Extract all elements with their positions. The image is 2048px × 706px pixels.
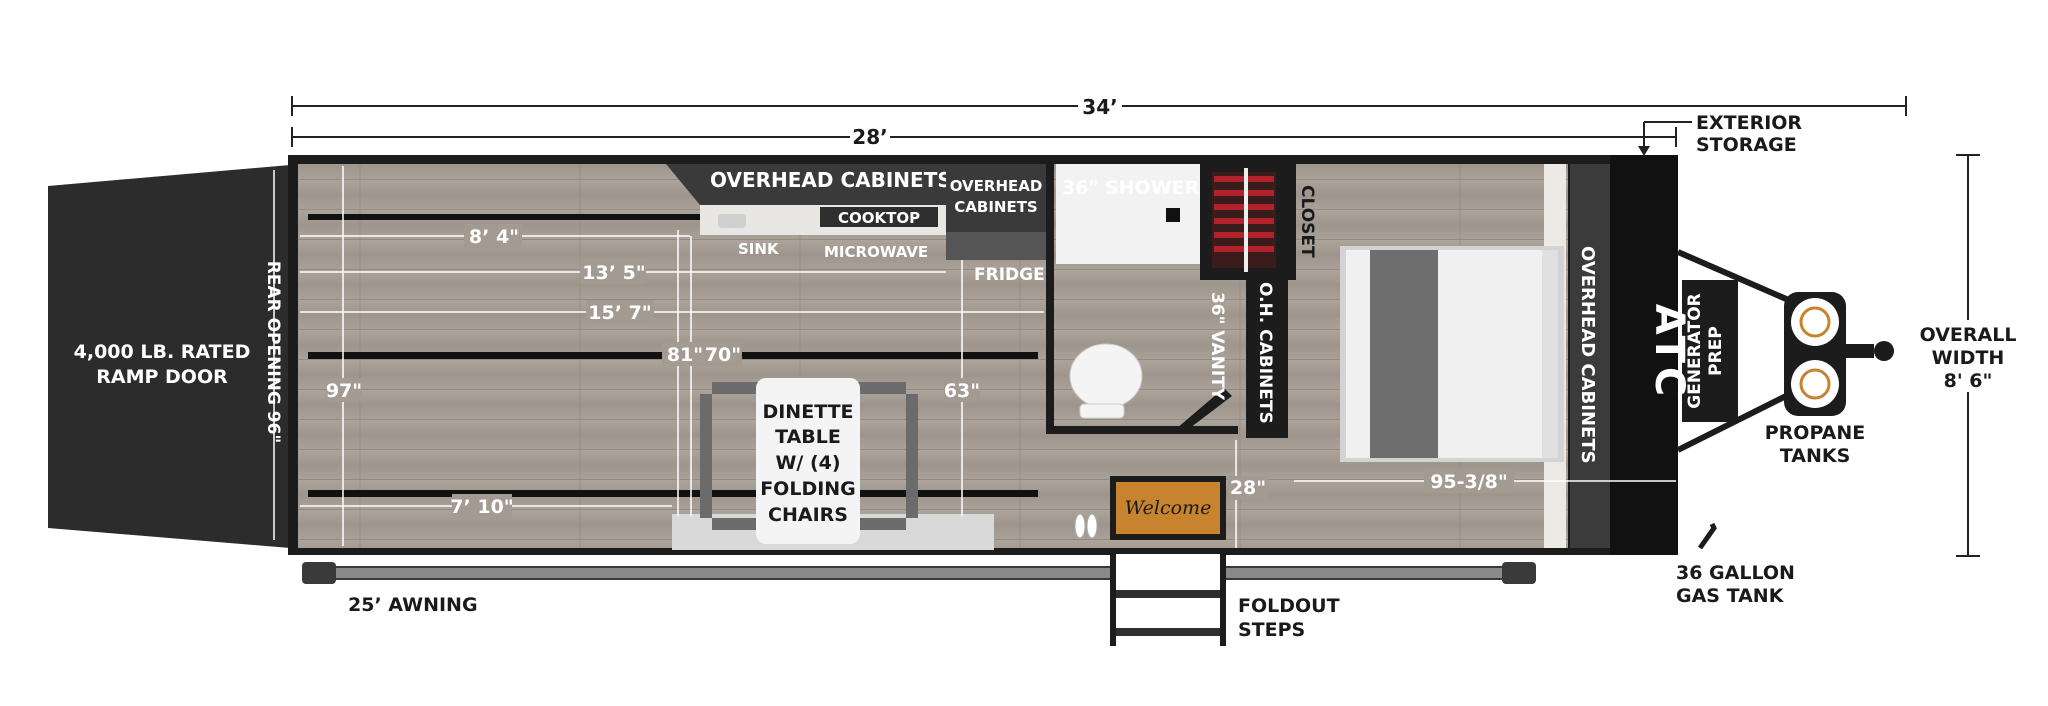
interior-dimension-labels: 8’ 4" 13’ 5" 15’ 7" 97" 81" 70" 63" 7’ 1… (326, 224, 1514, 518)
generator-line2: PREP (1706, 326, 1726, 376)
ramp-door-line1: 4,000 LB. RATED (74, 341, 251, 363)
ramp-door: 4,000 LB. RATED RAMP DOOR REAR OPENING 9… (48, 165, 290, 548)
gas-tank-line1: 36 GALLON (1676, 562, 1795, 584)
dim-15-7: 15’ 7" (588, 302, 651, 324)
kitchen-overhead-label: OVERHEAD CABINETS (710, 168, 952, 192)
closet-label: CLOSET (1297, 185, 1317, 258)
toilet-icon (1069, 343, 1143, 409)
dim-95: 95-3/8" (1430, 471, 1508, 493)
overall-length-label: 34’ (1082, 95, 1117, 119)
box-length-dimension: 28’ (291, 124, 1677, 150)
brand-logo: ATC (1646, 304, 1692, 401)
closet: CLOSET (1200, 160, 1317, 280)
dim-70: 70" (705, 344, 741, 366)
propane-line2: TANKS (1780, 445, 1851, 467)
kitchen: OVERHEAD CABINETS COOKTOP SINK MICROWAVE (666, 164, 952, 261)
dinette-line5: CHAIRS (768, 504, 848, 526)
dinette-chair (906, 394, 918, 518)
exterior-storage-line1: EXTERIOR (1696, 112, 1802, 134)
gas-tank-line2: GAS TANK (1676, 585, 1785, 607)
overall-width-line1: OVERALL (1920, 324, 2017, 346)
vanity-label: 36" VANITY (1207, 292, 1227, 401)
fridge-overhead-line1: OVERHEAD (950, 177, 1043, 195)
slippers-icon (1074, 513, 1098, 539)
foldout-steps-line1: FOLDOUT (1238, 595, 1340, 617)
bed (1340, 246, 1564, 462)
shower-drain-icon (1166, 208, 1180, 222)
dinette-line2: TABLE (775, 426, 841, 448)
generator-line1: GENERATOR (1685, 293, 1705, 408)
dim-63: 63" (944, 380, 980, 402)
overall-width-line3: 8' 6" (1944, 370, 1993, 392)
cooktop-icon (820, 207, 938, 227)
foldout-steps: FOLDOUT STEPS (1110, 554, 1340, 646)
awning-label: 25’ AWNING (348, 594, 478, 616)
bed-throw (1370, 250, 1438, 458)
gas-tank: 36 GALLON GAS TANK (1676, 522, 1795, 607)
sink-icon (718, 214, 746, 228)
dinette-line1: DINETTE (762, 401, 853, 423)
box-length-label: 28’ (852, 125, 887, 149)
dim-8-4: 8’ 4" (469, 226, 519, 248)
microwave-label: MICROWAVE (824, 243, 928, 261)
bathroom: 36" SHOWER 36" VANITY (1046, 164, 1238, 434)
hitch-coupler-icon (1874, 341, 1894, 361)
rear-opening-label: REAR OPENING 96" (263, 261, 283, 444)
overall-width-line2: WIDTH (1932, 347, 2005, 369)
propane-line1: PROPANE (1765, 422, 1865, 444)
dim-81: 81" (667, 344, 703, 366)
brand-text: ATC (1646, 304, 1692, 401)
sink-label: SINK (738, 240, 780, 258)
ramp-door-line2: RAMP DOOR (96, 366, 228, 388)
exterior-storage-line2: STORAGE (1696, 134, 1797, 156)
generator-prep: GENERATOR PREP (1682, 280, 1738, 422)
dinette-chair (700, 394, 712, 518)
welcome-mat-text: Welcome (1125, 497, 1212, 519)
exterior-storage-callout: EXTERIOR STORAGE (1638, 112, 1802, 156)
dim-13-5: 13’ 5" (582, 262, 645, 284)
front-overhead-label: OVERHEAD CABINETS (1577, 246, 1598, 464)
fridge: OVERHEAD CABINETS FRIDGE (946, 164, 1046, 285)
oh-cabinets-label: O.H. CABINETS (1255, 282, 1275, 424)
oh-cabinets: O.H. CABINETS (1246, 278, 1288, 438)
dinette-line3: W/ (4) (775, 452, 840, 474)
propane-tanks: PROPANE TANKS (1765, 292, 1894, 467)
front-overhead-cabinets (1570, 164, 1610, 548)
overall-width-dimension: OVERALL WIDTH 8' 6" (1916, 154, 2020, 557)
cooktop-label: COOKTOP (838, 209, 920, 227)
fridge-overhead-line2: CABINETS (954, 198, 1037, 216)
dim-28: 28" (1230, 477, 1266, 499)
dinette: DINETTE TABLE W/ (4) FOLDING CHAIRS (672, 378, 994, 550)
overall-length-dimension: 34’ (291, 92, 1907, 119)
dinette-line4: FOLDING (760, 478, 856, 500)
shower-label: 36" SHOWER (1062, 177, 1200, 199)
foldout-steps-line2: STEPS (1238, 619, 1305, 641)
fuel-nozzle-icon (1697, 522, 1717, 550)
awning: 25’ AWNING (302, 562, 1536, 616)
fridge-label: FRIDGE (974, 265, 1045, 285)
welcome-mat: Welcome (1110, 476, 1226, 540)
kitchen-overhead-cabinets (666, 164, 950, 205)
dim-97: 97" (326, 380, 362, 402)
dim-7-10: 7’ 10" (450, 496, 513, 518)
